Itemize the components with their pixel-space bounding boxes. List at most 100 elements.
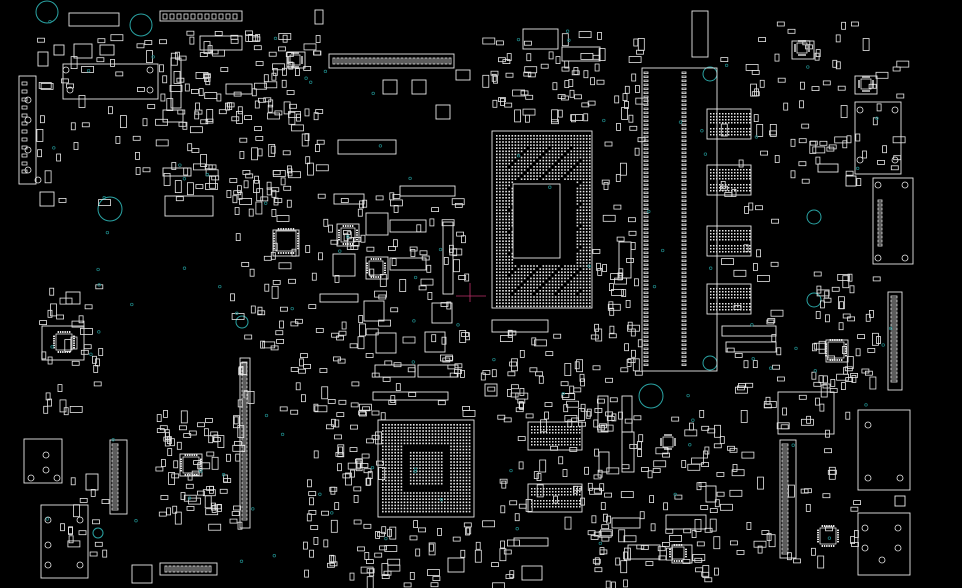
connector-pin (21, 129, 28, 134)
cpu-ball (558, 302, 560, 304)
via (751, 357, 755, 361)
passive-component (896, 60, 910, 68)
cpu-ball (536, 277, 538, 280)
connector-outline (854, 101, 902, 175)
connector-pin (162, 13, 168, 20)
gpu-ball (409, 482, 412, 485)
gpu-ball (459, 427, 462, 429)
cpu-ball (502, 184, 504, 187)
qfn-pad (347, 243, 349, 245)
passive-component (155, 139, 169, 147)
passive-component (369, 568, 375, 577)
gpu-ball (440, 464, 443, 466)
passive-component (374, 552, 383, 558)
cpu-ball (505, 249, 507, 252)
passive-component (475, 541, 481, 550)
passive-component (780, 424, 789, 430)
gpu-ball (450, 451, 452, 454)
cpu-ball (579, 169, 582, 171)
chip-ball (579, 491, 581, 493)
cpu-ball (548, 159, 551, 162)
cpu-ball (567, 274, 569, 277)
chip-ball (713, 230, 715, 232)
cpu-ball (579, 175, 582, 177)
chip-ball (564, 500, 566, 502)
gpu-ball (391, 473, 393, 476)
component-outline (521, 565, 543, 581)
passive-component (223, 474, 228, 483)
chip-ball (546, 444, 548, 446)
passive-component (191, 470, 200, 476)
gpu-ball (422, 504, 424, 507)
cpu-ball (502, 296, 504, 298)
passive-component (286, 62, 295, 68)
connector-pin (643, 159, 649, 163)
qfn-pad (292, 228, 295, 230)
chip-ball (573, 500, 575, 502)
cpu-ball (548, 150, 551, 153)
cpu-ball (576, 221, 579, 224)
qfn-pad (347, 225, 349, 227)
chip-ball (552, 426, 554, 428)
chip-ball (731, 131, 733, 133)
chip-ball (737, 248, 739, 250)
gpu-ball (453, 501, 455, 504)
cpu-ball (499, 212, 501, 215)
passive-component (691, 530, 697, 538)
chip-ball (558, 438, 560, 440)
passive-component (618, 411, 623, 420)
chip-ball (570, 494, 572, 496)
cpu-ball (548, 172, 551, 174)
cpu-ball (508, 150, 510, 153)
gpu-ball (428, 464, 431, 466)
passive-component (701, 462, 709, 468)
cpu-ball (545, 166, 548, 168)
component-outline (314, 9, 324, 25)
passive-component (250, 305, 256, 314)
gpu-ball (456, 498, 458, 500)
passive-component (857, 334, 865, 340)
qfn-pad (669, 551, 671, 553)
connector-pin (681, 335, 687, 339)
passive-component (525, 413, 534, 419)
connector-pin (643, 107, 649, 111)
cpu-ball (533, 172, 535, 174)
gpu-ball (434, 498, 437, 500)
connector-pin (111, 479, 119, 483)
gpu-ball (431, 470, 434, 473)
component-outline (39, 191, 55, 207)
qfn-pad (862, 90, 864, 92)
chip-ball (579, 488, 581, 490)
connector-outline (779, 439, 797, 559)
cpu-ball (520, 268, 523, 270)
gpu-ball (385, 464, 387, 466)
gpu-ball (397, 495, 400, 497)
chip-ball (725, 131, 727, 133)
passive-component (206, 109, 214, 122)
gpu-ball (456, 442, 458, 445)
gpu-ball (459, 492, 462, 494)
via (102, 196, 106, 200)
via (673, 492, 677, 497)
passive-component (360, 234, 366, 243)
cpu-ball (499, 265, 501, 267)
passive-component (408, 392, 417, 397)
passive-component (536, 473, 542, 482)
passive-component (504, 102, 513, 108)
cpu-ball (508, 193, 510, 196)
passive-component (156, 428, 165, 434)
connector-pin (21, 121, 28, 126)
passive-component (729, 489, 743, 497)
cpu-ball (582, 234, 585, 236)
passive-component (110, 59, 115, 67)
cpu-ball (558, 172, 560, 174)
cpu-ball (496, 296, 498, 298)
qfn-pad (379, 276, 382, 278)
cpu-ball (564, 286, 566, 289)
qfn-pad (73, 344, 75, 347)
passive-component (597, 425, 605, 431)
gpu-ball (431, 501, 434, 504)
cpu-ball (499, 252, 501, 255)
gpu-ball (406, 439, 409, 442)
